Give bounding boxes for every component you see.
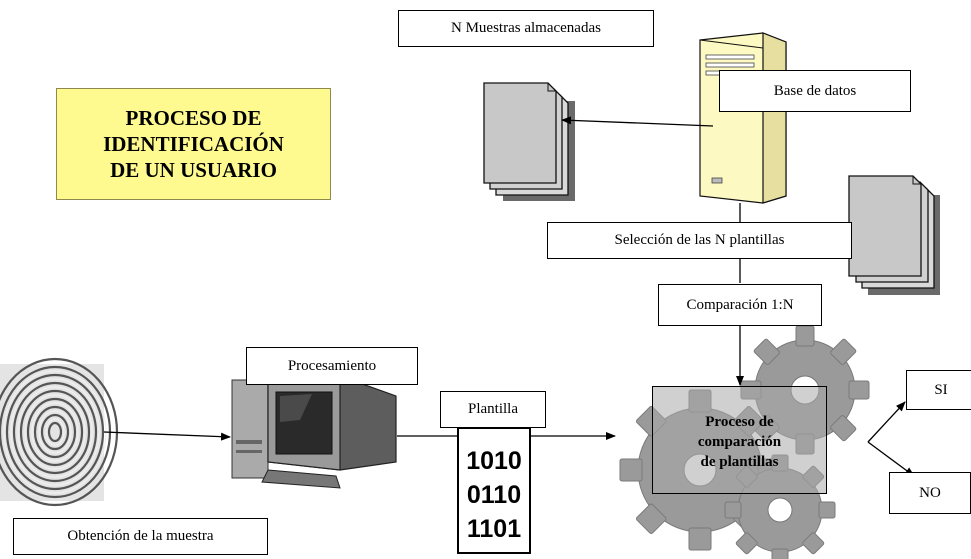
title-line-1: PROCESO DE — [125, 106, 262, 130]
comparison-process-box: Proceso de comparación de plantillas — [652, 386, 827, 494]
document-stack-icon — [483, 82, 575, 201]
fingerprint-icon — [0, 357, 119, 507]
arrow-to-si — [867, 401, 906, 443]
document-stack-icon-right — [848, 175, 940, 295]
process-line-1: Proceso de — [705, 414, 774, 430]
arrow-db-to-samples — [561, 116, 714, 127]
binary-line-3: 1101 — [466, 515, 522, 543]
database-server-icon — [699, 32, 787, 204]
label-procesamiento: Procesamiento — [246, 347, 418, 385]
process-line-2: comparación — [697, 434, 782, 450]
arrow-to-no — [867, 441, 915, 477]
process-line-3: de plantillas — [700, 454, 779, 470]
arrow-fingerprint-to-computer — [103, 431, 231, 441]
label-n-muestras: N Muestras almacenadas — [398, 10, 654, 47]
diagram-title: PROCESO DE IDENTIFICACIÓN DE UN USUARIO — [56, 88, 331, 200]
label-si: SI — [906, 370, 971, 410]
label-seleccion: Selección de las N plantillas — [547, 222, 852, 259]
binary-template: 1010 0110 1101 — [457, 427, 531, 554]
computer-icon — [231, 375, 397, 489]
label-no: NO — [889, 472, 971, 514]
label-base-datos: Base de datos — [719, 70, 911, 112]
title-line-3: DE UN USUARIO — [110, 158, 277, 182]
binary-line-1: 1010 — [466, 447, 522, 475]
label-comparacion: Comparación 1:N — [658, 284, 822, 326]
label-plantilla: Plantilla — [440, 391, 546, 428]
binary-line-2: 0110 — [466, 481, 522, 509]
title-line-2: IDENTIFICACIÓN — [103, 132, 284, 156]
label-obtencion: Obtención de la muestra — [13, 518, 268, 555]
